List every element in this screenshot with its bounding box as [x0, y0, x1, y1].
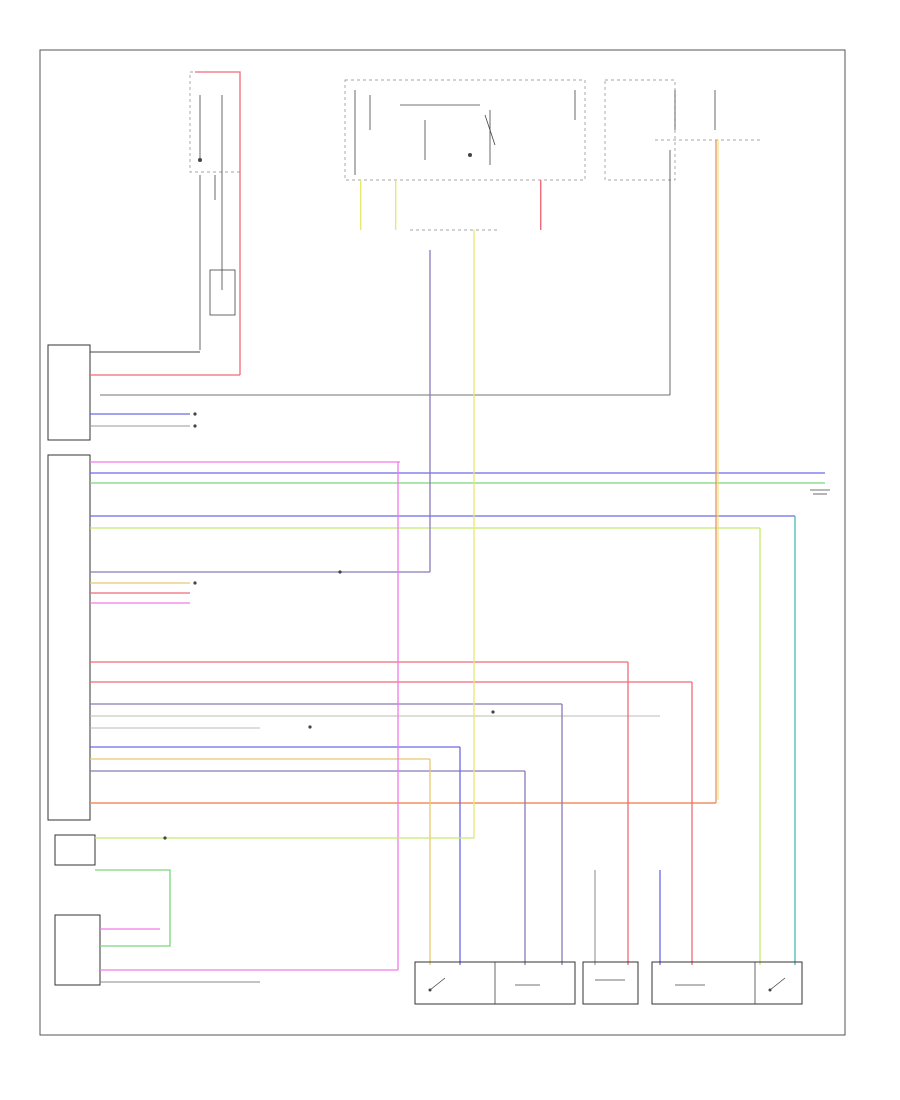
connector-box-3 — [651, 961, 803, 1005]
fuse-block-top-right — [100, 79, 760, 396]
wire-green-sensor-2 — [95, 869, 171, 947]
wire-yellow-stub-2 — [395, 180, 397, 230]
fuse-relay-block-top-left — [189, 71, 241, 375]
connector-box-2 — [582, 961, 639, 1005]
wire-red-top — [195, 71, 241, 375]
wire-yellow-stub-1 — [360, 180, 362, 230]
ground-icon — [810, 489, 830, 495]
switch-icon — [428, 977, 786, 992]
sensor-box-small — [54, 834, 96, 866]
wire-red-stub — [540, 180, 542, 230]
relay-block-top-middle — [344, 79, 586, 231]
diagram-frame — [39, 49, 846, 1036]
connector-icon — [163, 412, 495, 840]
control-module-box-lower — [47, 454, 91, 821]
sensor-box-large — [54, 914, 101, 986]
control-module-box-upper — [47, 344, 91, 441]
